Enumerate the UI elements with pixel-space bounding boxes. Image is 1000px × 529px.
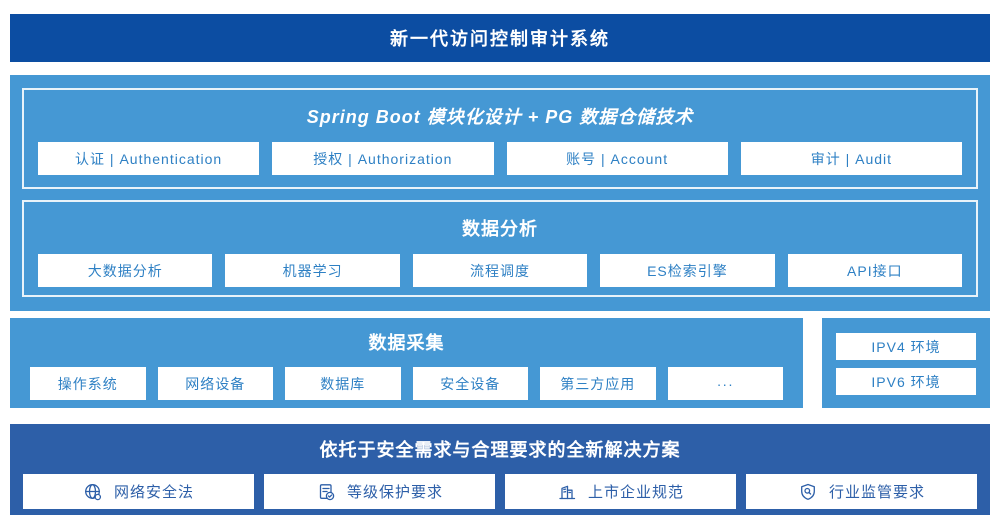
module-box-authorization: 授权 | Authorization: [272, 142, 494, 175]
modules-subpanel: Spring Boot 模块化设计 + PG 数据仓储技术 认证 | Authe…: [22, 88, 978, 189]
building-icon: [559, 485, 576, 499]
collection-box-os: 操作系统: [30, 367, 146, 400]
collection-box-more: ···: [667, 367, 783, 400]
solution-row: 网络安全法 等级保护要求: [10, 474, 990, 509]
env-box-ipv4: IPV4 环境: [836, 333, 976, 360]
analysis-box-es: ES检索引擎: [600, 254, 775, 287]
module-box-authentication: 认证 | Authentication: [38, 142, 260, 175]
collection-panel: 数据采集 操作系统 网络设备 数据库 安全设备 第三方应用 ···: [10, 318, 803, 408]
solution-box-mlps: 等级保护要求: [264, 474, 495, 509]
top-banner: 新一代访问控制审计系统: [10, 14, 990, 62]
analysis-box-ml: 机器学习: [225, 254, 400, 287]
solution-panel: 依托于安全需求与合理要求的全新解决方案 网络安全法: [10, 424, 990, 515]
platform-panel: Spring Boot 模块化设计 + PG 数据仓储技术 认证 | Authe…: [10, 75, 990, 311]
solution-box-label: 等级保护要求: [346, 484, 443, 501]
solution-box-label: 上市企业规范: [587, 484, 684, 501]
solution-box-label: 行业监管要求: [828, 484, 925, 501]
solution-box-listed-company: 上市企业规范: [505, 474, 736, 509]
modules-row: 认证 | Authentication 授权 | Authorization 账…: [24, 142, 976, 175]
analysis-row: 大数据分析 机器学习 流程调度 ES检索引擎 API接口: [24, 254, 976, 287]
module-box-account: 账号 | Account: [506, 142, 728, 175]
collection-box-database: 数据库: [285, 367, 401, 400]
page-title: 新一代访问控制审计系统: [390, 29, 610, 49]
collection-title: 数据采集: [368, 333, 445, 353]
shield-search-icon: [801, 483, 815, 500]
collection-row: 操作系统 网络设备 数据库 安全设备 第三方应用 ···: [10, 367, 803, 400]
solution-box-industry-regulation: 行业监管要求: [746, 474, 977, 509]
module-box-audit: 审计 | Audit: [740, 142, 962, 175]
analysis-title: 数据分析: [462, 219, 538, 239]
modules-title: Spring Boot 模块化设计 + PG 数据仓储技术: [306, 107, 694, 127]
analysis-box-api: API接口: [787, 254, 963, 287]
solution-box-label: 网络安全法: [113, 484, 194, 501]
collection-box-network: 网络设备: [157, 367, 273, 400]
env-box-ipv6: IPV6 环境: [836, 368, 976, 395]
analysis-box-workflow: 流程调度: [412, 254, 588, 287]
solution-box-cybersecurity-law: 网络安全法: [23, 474, 254, 509]
solution-title: 依托于安全需求与合理要求的全新解决方案: [319, 440, 681, 460]
collection-box-security: 安全设备: [412, 367, 528, 400]
globe-icon: [85, 483, 102, 500]
environments-panel: IPV4 环境 IPV6 环境: [822, 318, 990, 408]
analysis-subpanel: 数据分析 大数据分析 机器学习 流程调度 ES检索引擎 API接口: [22, 200, 978, 297]
analysis-box-bigdata: 大数据分析: [38, 254, 213, 287]
collection-box-thirdparty: 第三方应用: [540, 367, 656, 400]
document-check-icon: [319, 483, 335, 500]
